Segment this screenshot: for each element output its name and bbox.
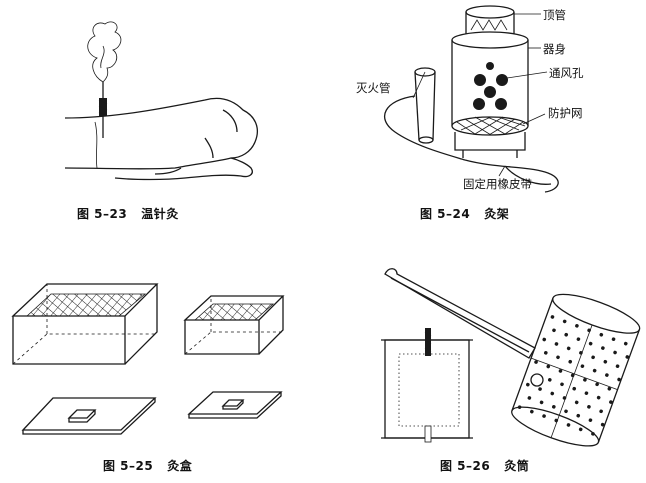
fig-5-24-number: 图 5–24 <box>420 207 471 221</box>
perforation-dot <box>605 373 609 377</box>
perforation-dot <box>560 382 564 387</box>
fig-5-24-label-rubber-band: 固定用橡皮带 <box>463 177 532 191</box>
perforation-dot <box>578 427 583 432</box>
perforation-dot <box>556 355 560 360</box>
perforation-dot <box>550 391 555 396</box>
fig-5-24-label-top-tube: 顶管 <box>543 8 566 22</box>
fig-5-23-number: 图 5–23 <box>77 207 128 221</box>
fig-5-25-title: 灸盒 <box>167 459 193 473</box>
perforation-dot <box>591 432 595 436</box>
perforation-dot <box>613 350 617 355</box>
fig-5-24-label-extinguisher: 灭火管 <box>356 81 391 95</box>
fig-5-23-caption: 图 5–23 温针灸 <box>77 205 179 222</box>
perforation-dot <box>592 368 597 373</box>
perforation-dot <box>542 337 547 342</box>
perforation-dot <box>607 386 612 391</box>
perforation-dot <box>601 346 605 350</box>
perforation-dot <box>534 360 538 364</box>
fig-5-25-caption: 图 5–25 灸盒 <box>103 457 192 474</box>
perforation-dot <box>596 395 601 400</box>
perforation-dot <box>584 391 589 395</box>
perforation-dot <box>552 405 556 409</box>
perforation-dot <box>576 413 581 418</box>
perforation-dot <box>568 359 573 364</box>
perforation-dot <box>576 337 581 341</box>
perforation-dot <box>603 359 608 364</box>
fig-5-24-caption: 图 5–24 灸架 <box>420 205 509 222</box>
perforation-dot <box>550 315 555 319</box>
perforation-dot <box>599 332 604 337</box>
fig-5-26-number: 图 5–26 <box>440 459 491 473</box>
perforation-dot <box>588 418 593 422</box>
fig-5-23-drawing <box>64 21 258 181</box>
perforation-dot <box>562 319 567 324</box>
perforation-dot <box>609 400 613 404</box>
perforation-dot <box>580 364 585 368</box>
perforation-dot <box>623 341 628 346</box>
fig-5-26-caption: 图 5–26 灸筒 <box>440 457 529 474</box>
perforation-dot <box>558 369 563 373</box>
fig-5-25-drawing <box>11 283 285 435</box>
perforation-dot <box>543 351 548 355</box>
perforation-dot <box>517 405 522 409</box>
perforation-dot <box>547 378 552 382</box>
perforation-dot <box>615 364 620 369</box>
perforation-dot <box>599 409 603 414</box>
perforation-dot <box>554 342 559 346</box>
perforation-dot <box>539 400 544 405</box>
fig-5-25-number: 图 5–25 <box>103 459 154 473</box>
fig-5-26-title: 灸筒 <box>504 459 530 473</box>
fig-5-24-title: 灸架 <box>484 207 510 221</box>
perforation-dot <box>591 355 595 360</box>
perforation-dot <box>574 400 579 405</box>
perforation-dot <box>546 364 551 369</box>
perforation-dot <box>564 332 569 337</box>
perforation-dot <box>617 377 621 382</box>
perforation-dot <box>566 346 571 351</box>
fig-5-24-label-body: 器身 <box>543 42 566 56</box>
perforation-dot <box>538 387 542 391</box>
perforation-dot <box>552 328 556 333</box>
perforation-dot <box>575 324 579 328</box>
perforation-dot <box>611 337 616 342</box>
perforation-dot <box>566 423 571 427</box>
fig-5-26-drawing <box>381 268 641 447</box>
perforation-dot <box>600 422 605 427</box>
perforation-dot <box>572 386 577 391</box>
perforation-dot <box>595 382 599 387</box>
perforation-dot <box>527 396 532 400</box>
fig-5-24-label-vent: 通风孔 <box>549 66 584 80</box>
perforation-dot <box>587 405 591 409</box>
perforation-dot <box>542 414 546 418</box>
fig-5-24-label-mesh: 防护网 <box>548 106 583 120</box>
perforation-dot <box>583 378 587 382</box>
perforation-dot <box>526 382 530 387</box>
fig-5-24-drawing <box>383 5 559 193</box>
perforation-dot <box>564 409 568 414</box>
fig-5-23-title: 温针灸 <box>141 207 179 221</box>
perforation-dot <box>530 409 534 414</box>
perforation-dot <box>625 355 630 359</box>
perforation-dot <box>588 341 593 346</box>
